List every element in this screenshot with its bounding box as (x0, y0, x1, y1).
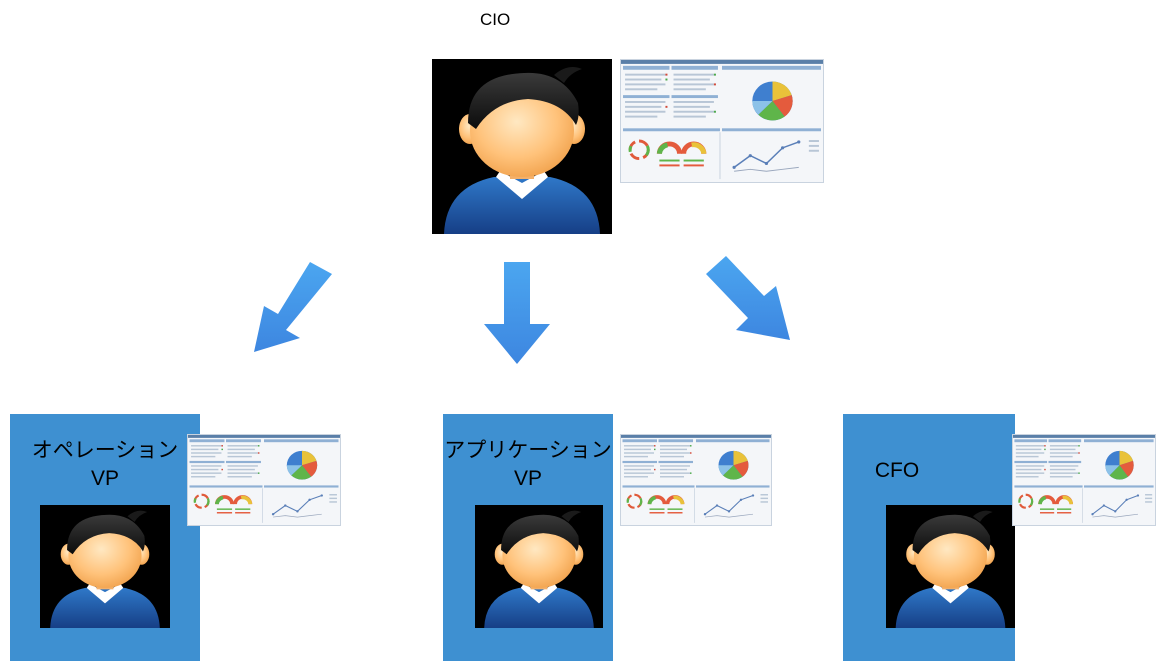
arrow-down-icon (484, 262, 550, 364)
applications-vp-person-icon (475, 505, 603, 628)
cfo-panel: CFO (843, 414, 1015, 661)
panel-title-line1: アプリケーション (444, 439, 612, 462)
operations-vp-panel: オペレーション VP (10, 414, 200, 661)
panel-title-line1: CFO (874, 459, 920, 482)
operations-vp-person-icon (40, 505, 170, 628)
panel-title-line2: VP (513, 467, 542, 490)
applications-vp-panel: アプリケーション VP (443, 414, 613, 661)
cio-person-icon (432, 59, 612, 234)
cio-title: CIO (480, 10, 511, 29)
cio-dashboard-thumbnail (620, 59, 824, 183)
applications-vp-dashboard-thumbnail (620, 434, 772, 526)
panel-title-line1: オペレーション (31, 439, 179, 462)
cfo-person-icon (886, 505, 1015, 628)
arrow-down-left-icon (248, 262, 334, 354)
arrow-down-right-icon (706, 256, 792, 340)
panel-title-line2: VP (90, 467, 119, 490)
operations-vp-dashboard-thumbnail (187, 434, 341, 526)
cfo-dashboard-thumbnail (1012, 434, 1156, 526)
